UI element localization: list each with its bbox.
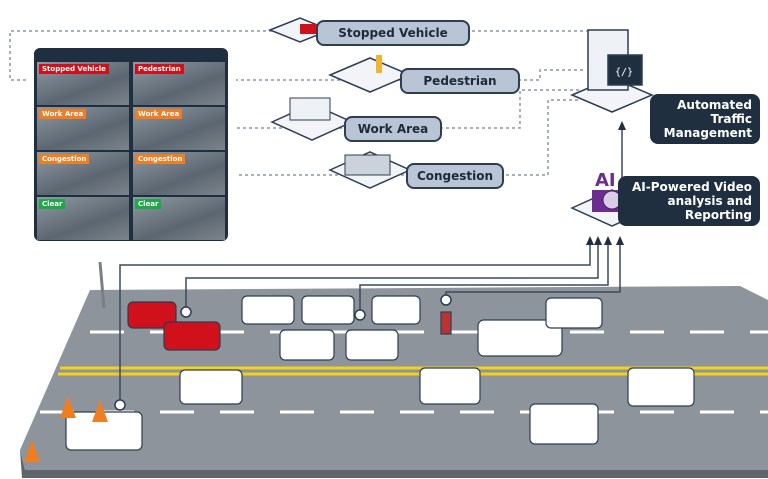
tile-label: Work Area [135,109,183,119]
video-wall: Stopped Vehicle Pedestrian Work Area Wor… [34,48,228,241]
pedestrian-label: Pedestrian [400,68,520,94]
traffic-cones [24,396,108,462]
camera-tile[interactable]: Congestion [133,152,225,195]
atm-label: Automated Traffic Management [650,94,760,144]
ai-logo: AI [595,170,616,191]
tile-label: Clear [135,199,162,209]
congestion-label: Congestion [406,163,504,189]
tile-label: Congestion [39,154,90,164]
camera-tile[interactable]: Work Area [133,107,225,150]
camera-tile[interactable]: Congestion [37,152,129,195]
tile-label: Congestion [135,154,186,164]
camera-tile[interactable]: Clear [133,197,225,240]
ai-line: Reporting [684,208,752,222]
atm-line: Traffic [710,112,752,126]
pedestrian-platform [328,57,412,93]
camera-pole [98,261,106,309]
ai-line: analysis and [667,194,752,208]
camera-tile[interactable]: Pedestrian [133,62,225,105]
connector-lines [9,30,591,176]
atm-line: Management [663,126,752,140]
atm-line: Automated [677,98,752,112]
ai-label: AI-Powered Video analysis and Reporting [618,176,760,226]
tile-label: Stopped Vehicle [39,64,109,74]
tile-label: Pedestrian [135,64,184,74]
data-lines [119,128,623,405]
camera-tile[interactable]: Work Area [37,107,129,150]
camera-tile[interactable]: Stopped Vehicle [37,62,129,105]
stopped-vehicle-label: Stopped Vehicle [316,20,470,46]
vehicles [65,295,695,451]
camera-tile[interactable]: Clear [37,197,129,240]
tile-label: Work Area [39,109,87,119]
tile-label: Clear [39,199,66,209]
work-area-label: Work Area [344,116,442,142]
ai-line: AI-Powered Video [632,180,752,194]
svg-text:{/}: {/} [615,67,633,78]
